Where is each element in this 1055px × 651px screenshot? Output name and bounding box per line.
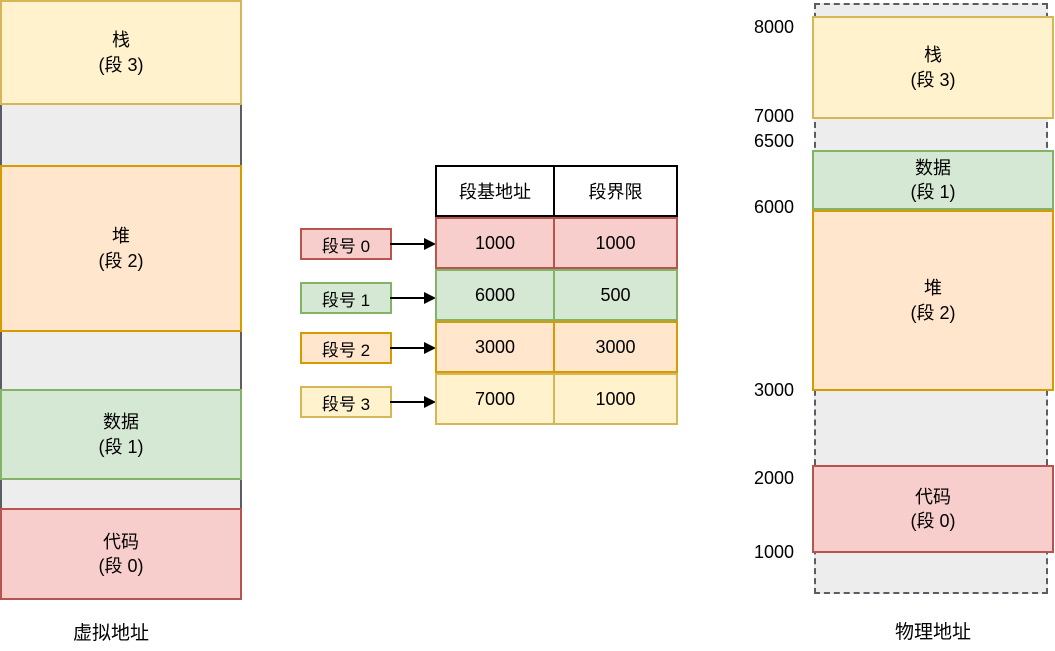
limit-value: 1000	[595, 232, 636, 253]
segment-number: (段 1)	[910, 182, 956, 202]
table-row-seg2: 3000 3000	[435, 321, 678, 373]
address-label-6000: 6000	[753, 197, 794, 217]
segment-number: (段 0)	[98, 556, 144, 576]
address-label-6500: 6500	[753, 131, 794, 151]
vm-segment-heap: 堆 (段 2)	[0, 165, 242, 332]
virtual-address-caption: 虚拟地址	[72, 623, 149, 644]
limit-value: 3000	[595, 336, 636, 357]
vm-gap-2	[0, 330, 242, 391]
vm-segment-code: 代码 (段 0)	[0, 508, 242, 600]
phys-segment-heap: 堆 (段 2)	[812, 210, 1054, 391]
phys-segment-data: 数据 (段 1)	[812, 150, 1054, 210]
base-value: 6000	[437, 271, 556, 319]
segment-number: (段 3)	[910, 69, 956, 90]
address-label-1000: 1000	[753, 542, 794, 562]
segment-number: (段 2)	[98, 250, 144, 271]
vm-segment-stack: 栈 (段 3)	[0, 0, 242, 105]
limit-value: 1000	[595, 388, 636, 409]
col-header-base: 段基地址	[437, 167, 556, 215]
vm-segment-data: 数据 (段 1)	[0, 389, 242, 480]
segment-name: 栈	[112, 30, 130, 51]
segment-label-3: 段号 3	[300, 386, 392, 418]
address-label-7000: 7000	[753, 106, 794, 126]
phys-segment-code: 代码 (段 0)	[812, 465, 1054, 553]
vm-gap-3	[0, 478, 242, 510]
segment-name: 代码	[103, 531, 139, 552]
arrow-right-icon	[390, 238, 436, 250]
table-row-seg0: 1000 1000	[435, 217, 678, 269]
table-row-seg1: 6000 500	[435, 269, 678, 321]
segment-label-1: 段号 1	[300, 282, 392, 314]
address-label-2000: 2000	[753, 468, 794, 488]
base-value: 7000	[437, 375, 556, 423]
segment-number: (段 1)	[98, 436, 144, 457]
col-header-limit: 段界限	[588, 182, 643, 202]
arrow-right-icon	[390, 292, 436, 304]
address-label-8000: 8000	[753, 17, 794, 37]
segment-number: (段 0)	[910, 511, 956, 531]
base-value: 3000	[437, 323, 556, 371]
segment-name: 堆	[112, 226, 130, 247]
segment-name: 数据	[103, 412, 139, 433]
segment-label-0: 段号 0	[300, 228, 392, 260]
vm-gap-1	[0, 103, 242, 167]
segment-number: (段 3)	[98, 54, 144, 75]
segment-table-header: 段基地址 段界限	[435, 165, 678, 217]
physical-address-caption: 物理地址	[894, 622, 971, 643]
base-value: 1000	[437, 219, 556, 267]
segment-table: 段基地址 段界限 1000 1000 6000 500 3000 3000 70…	[435, 165, 678, 425]
table-row-seg3: 7000 1000	[435, 373, 678, 425]
segment-label-2: 段号 2	[300, 332, 392, 364]
segment-name: 栈	[924, 45, 942, 66]
limit-value: 500	[600, 284, 631, 305]
segment-name: 数据	[915, 157, 951, 178]
segment-number: (段 2)	[910, 302, 956, 323]
segment-name: 堆	[924, 278, 942, 299]
segment-name: 代码	[915, 486, 951, 507]
address-label-3000: 3000	[753, 380, 794, 400]
arrow-right-icon	[390, 396, 436, 408]
arrow-right-icon	[390, 342, 436, 354]
phys-segment-stack: 栈 (段 3)	[812, 16, 1054, 119]
